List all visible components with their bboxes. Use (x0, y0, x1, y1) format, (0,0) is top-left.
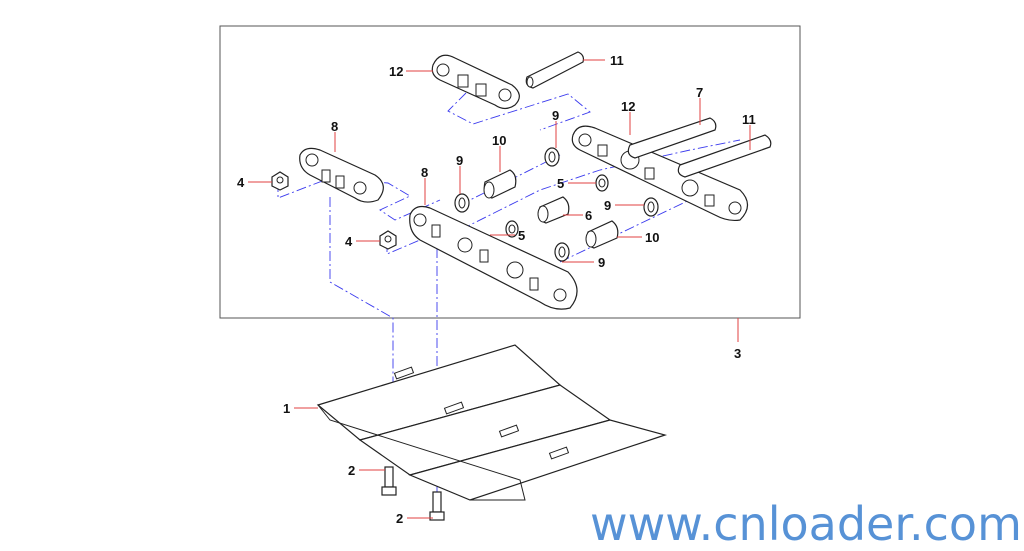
callout-8: 8 (421, 165, 428, 180)
callout-10: 10 (645, 230, 659, 245)
callout-5: 5 (557, 176, 564, 191)
callouts: 12 11 12 7 11 8 10 9 9 4 5 8 6 9 4 5 10 … (237, 53, 756, 526)
nut-4-left (271, 171, 289, 191)
callout-9: 9 (552, 108, 559, 123)
track-link-8-front (409, 205, 578, 310)
pin-11-right (677, 134, 772, 178)
callout-7: 7 (696, 85, 703, 100)
callout-3: 3 (734, 346, 741, 361)
callout-8: 8 (331, 119, 338, 134)
callout-9: 9 (604, 198, 611, 213)
bolt-2-left (381, 466, 397, 496)
nut-4-front (379, 230, 397, 250)
callout-4: 4 (345, 234, 353, 249)
callout-1: 1 (283, 401, 290, 416)
callout-11: 11 (742, 112, 756, 127)
bushings-and-seals (454, 147, 659, 262)
assembly-box-3 (219, 25, 801, 319)
track-shoes-1 (316, 344, 668, 501)
callout-9: 9 (598, 255, 605, 270)
callout-5: 5 (518, 228, 525, 243)
track-link-8-left (299, 147, 384, 203)
pin-11-top (525, 51, 585, 89)
callout-11: 11 (610, 53, 624, 68)
track-link-12-top (431, 54, 520, 110)
bolt-2-right (429, 491, 445, 521)
callout-2: 2 (348, 463, 355, 478)
callout-6: 6 (585, 208, 592, 223)
pin-7 (627, 117, 717, 159)
watermark: www.cnloader.com (590, 497, 1022, 551)
callout-9: 9 (456, 153, 463, 168)
callout-12: 12 (621, 99, 635, 114)
callout-10: 10 (492, 133, 506, 148)
callout-2: 2 (396, 511, 403, 526)
callout-4: 4 (237, 175, 245, 190)
callout-12: 12 (389, 64, 403, 79)
